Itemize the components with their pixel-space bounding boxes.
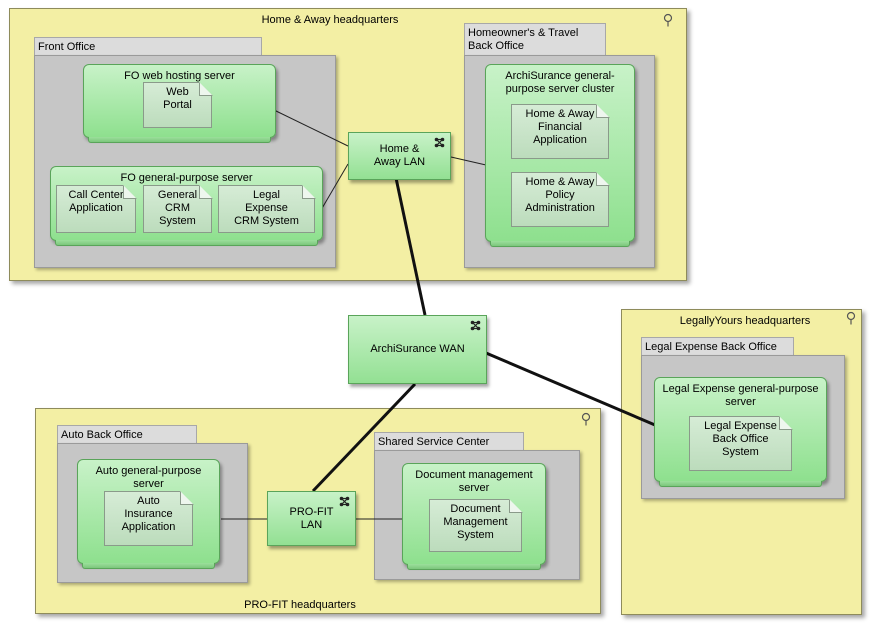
artifact-auto-insurance-l1: Auto (137, 495, 160, 507)
wire-web-server-lan (273, 109, 349, 147)
node-auto-server-label: Auto general-purpose server (82, 465, 215, 491)
location-legally-yours-label: LegallyYours headquarters (679, 315, 811, 327)
network-home-away-lan-label: Home & Away LAN (374, 143, 425, 169)
artifact-general-crm-l2: CRM (164, 202, 191, 214)
artifact-financial-app-l3: Application (533, 134, 587, 146)
artifact-policy-admin-l1: Home & Away (525, 176, 595, 188)
network-home-away-lan[interactable]: Home & Away LAN (348, 132, 451, 180)
node-doc-mgmt-server-label: Document management server (407, 469, 541, 495)
network-archisurance-wan[interactable]: ArchiSurance WAN (348, 315, 487, 384)
group-label-legal-expense: Legal Expense Back Office (645, 341, 777, 353)
group-tab-front-office: Front Office (34, 37, 262, 56)
artifact-call-center-l2: Application (69, 202, 123, 214)
node-doc-mgmt-server-l2: server (458, 482, 490, 494)
network-home-away-lan-l1: Home & (379, 143, 420, 155)
artifact-web-portal-l1: Web (166, 86, 189, 98)
node-legal-expense-server-l1: Legal Expense general-purpose (662, 383, 819, 395)
artifact-call-center[interactable]: Call Center Application (56, 185, 136, 233)
location-profit-label: PRO-FIT headquarters (244, 599, 356, 611)
group-label-auto: Auto Back Office (61, 429, 143, 441)
node-archisurance-cluster-label: ArchiSurance general- purpose server clu… (490, 70, 630, 96)
artifact-general-crm-l3: System (159, 215, 196, 227)
artifact-legal-expense-bo-system[interactable]: Legal Expense Back Office System (689, 416, 792, 471)
location-pin-icon (581, 412, 591, 426)
artifact-policy-admin-l2: Policy (545, 189, 575, 201)
network-profit-lan-l1: PRO-FIT (289, 505, 334, 518)
group-tab-shared-service: Shared Service Center (374, 432, 524, 451)
artifact-legal-expense-bo-system-l2: Back Office (712, 433, 769, 445)
group-tab-auto: Auto Back Office (57, 425, 197, 444)
artifact-legal-expense-crm[interactable]: Legal Expense CRM System (218, 185, 315, 233)
group-tab-legal-expense: Legal Expense Back Office (641, 337, 794, 356)
group-label-shared-service: Shared Service Center (378, 436, 490, 448)
node-doc-mgmt-server-l1: Document management (415, 469, 533, 481)
node-legal-expense-server-l2: server (725, 396, 756, 408)
artifact-auto-insurance-l3: Application (121, 521, 176, 533)
location-home-away-label: Home & Away headquarters (261, 14, 399, 26)
group-label-homeowners-line2: Back Office (468, 40, 525, 52)
network-profit-lan[interactable]: PRO-FIT LAN (267, 491, 356, 546)
artifact-doc-mgmt-system-l2: Management (443, 516, 508, 528)
artifact-legal-expense-bo-system-l3: System (722, 446, 759, 458)
artifact-doc-mgmt-system-l1: Document (450, 503, 501, 515)
node-fo-general-purpose-label: FO general-purpose server (120, 172, 253, 184)
node-archisurance-cluster-l2: purpose server cluster (505, 83, 615, 95)
artifact-policy-admin-l3: Administration (525, 202, 595, 214)
artifact-doc-mgmt-system-l3: System (457, 529, 494, 541)
network-profit-lan-l2: LAN (300, 518, 323, 531)
artifact-legal-expense-crm-l2: Expense (245, 202, 288, 214)
artifact-web-portal-l2: Portal (163, 99, 192, 111)
artifact-legal-expense-crm-l3: CRM System (234, 215, 299, 227)
wire-wan-legal (485, 351, 656, 427)
node-archisurance-cluster-l1: ArchiSurance general- (505, 70, 615, 82)
group-label-front-office: Front Office (38, 41, 96, 53)
network-icon (434, 137, 445, 148)
node-auto-server-l1: Auto general-purpose (95, 465, 202, 477)
wire-lan-cluster (450, 156, 487, 166)
wire-fo-server-lan (320, 163, 349, 211)
artifact-policy-admin[interactable]: Home & Away Policy Administration (511, 172, 609, 227)
artifact-legal-expense-crm-l1: Legal (253, 189, 280, 201)
network-home-away-lan-l2: Away LAN (373, 156, 426, 168)
artifact-doc-mgmt-system[interactable]: Document Management System (429, 499, 522, 552)
wire-lan-wan (394, 177, 427, 316)
node-auto-server-l2: server (133, 478, 164, 490)
group-tab-homeowners: Homeowner's & Travel Back Office (464, 23, 606, 56)
artifact-auto-insurance[interactable]: Auto Insurance Application (104, 491, 193, 546)
wire-wan-profit (311, 382, 417, 493)
artifact-general-crm-l1: General (157, 189, 198, 201)
artifact-auto-insurance-l2: Insurance (124, 508, 173, 520)
artifact-legal-expense-bo-system-l1: Legal Expense (704, 420, 777, 432)
location-pin-icon (846, 311, 856, 325)
artifact-financial-app[interactable]: Home & Away Financial Application (511, 104, 609, 159)
group-label-homeowners-line1: Homeowner's & Travel (468, 27, 579, 39)
network-icon (470, 320, 481, 331)
network-archisurance-wan-label: ArchiSurance WAN (370, 343, 465, 355)
network-profit-lan-label: PRO-FIT LAN (290, 506, 334, 532)
artifact-financial-app-l2: Financial (537, 121, 583, 133)
node-legal-expense-server-label: Legal Expense general-purpose server (659, 383, 822, 409)
network-icon (339, 496, 350, 507)
artifact-financial-app-l1: Home & Away (525, 108, 595, 120)
node-fo-web-hosting-label: FO web hosting server (124, 70, 235, 82)
artifact-call-center-l1: Call Center (68, 189, 124, 201)
location-pin-icon (663, 13, 673, 27)
